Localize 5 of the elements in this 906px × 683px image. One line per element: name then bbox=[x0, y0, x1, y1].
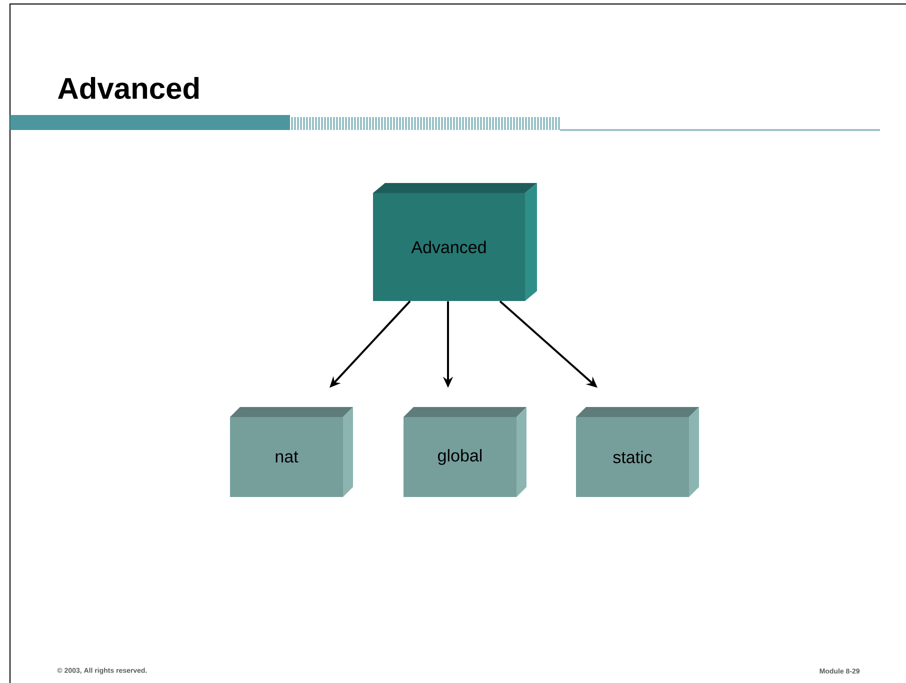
title: Advanced bbox=[58, 76, 199, 100]
block-box: Advanced bbox=[373, 183, 537, 301]
block-box: nat bbox=[230, 407, 353, 497]
block-box: static bbox=[576, 407, 699, 497]
block-box: global bbox=[404, 407, 526, 497]
